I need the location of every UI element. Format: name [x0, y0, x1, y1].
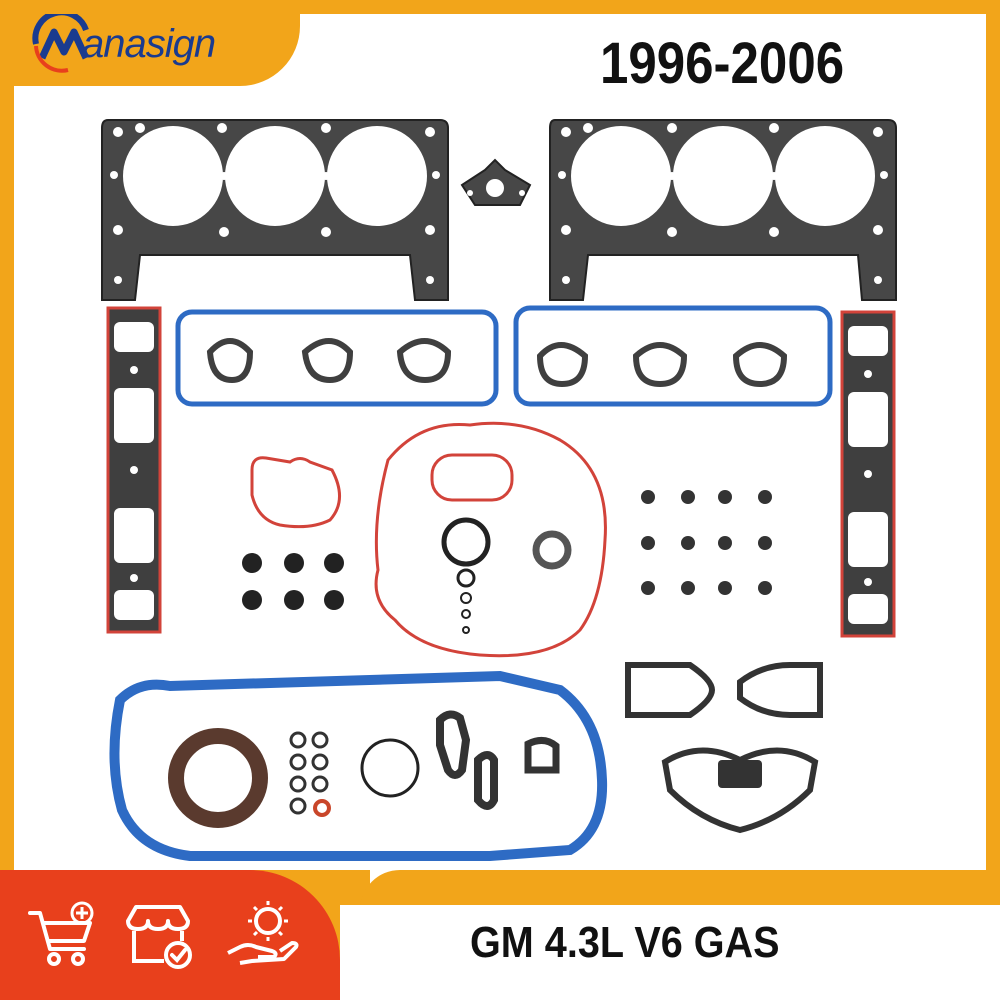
intake-gasket-right	[840, 310, 896, 638]
left-border	[0, 0, 14, 1000]
valve-stem-seals-small	[641, 490, 772, 595]
footer-red-band	[0, 870, 340, 1000]
oil-pan-gasket	[109, 670, 608, 861]
rear-main-seal-retainer-gasket	[661, 747, 819, 834]
brand-logo-icon	[32, 14, 90, 73]
product-title: GM 4.3L V6 GAS	[470, 918, 780, 967]
intake-gasket-left	[106, 306, 162, 634]
head-gasket-left	[101, 119, 449, 301]
small-o-rings	[289, 731, 331, 817]
gasket-kit-illustration	[101, 119, 897, 861]
store-check-icon	[126, 905, 192, 969]
large-o-ring	[360, 738, 420, 798]
cart-add-icon	[28, 901, 94, 966]
egr-gasket	[460, 158, 532, 206]
hand-badge-icon	[227, 901, 299, 965]
misc-gasket	[524, 737, 560, 774]
footer-title-panel	[340, 905, 1000, 1000]
o-rings-center	[441, 517, 572, 634]
valve-cover-gasket-right	[513, 305, 833, 407]
head-gasket-right	[549, 119, 897, 301]
water-pump-gasket	[250, 456, 341, 529]
valve-stem-seals-large	[242, 553, 344, 610]
oil-pickup-gasket	[474, 751, 498, 810]
brand-name: anasign	[82, 22, 216, 66]
year-range: 1996-2006	[600, 31, 845, 96]
timing-cover-gasket	[374, 421, 607, 658]
oil-filter-adapter-gasket	[430, 453, 514, 502]
rear-seal-center	[718, 760, 762, 788]
thermostat-gasket	[737, 662, 823, 718]
exhaust-gaskets	[206, 338, 788, 388]
oil-pump-gasket	[436, 710, 471, 779]
footer-accent-band	[360, 870, 1000, 910]
fuel-pump-gasket	[625, 662, 716, 718]
right-border	[986, 0, 1000, 1000]
rear-main-seal	[168, 728, 268, 828]
valve-cover-gasket-left	[175, 309, 499, 407]
